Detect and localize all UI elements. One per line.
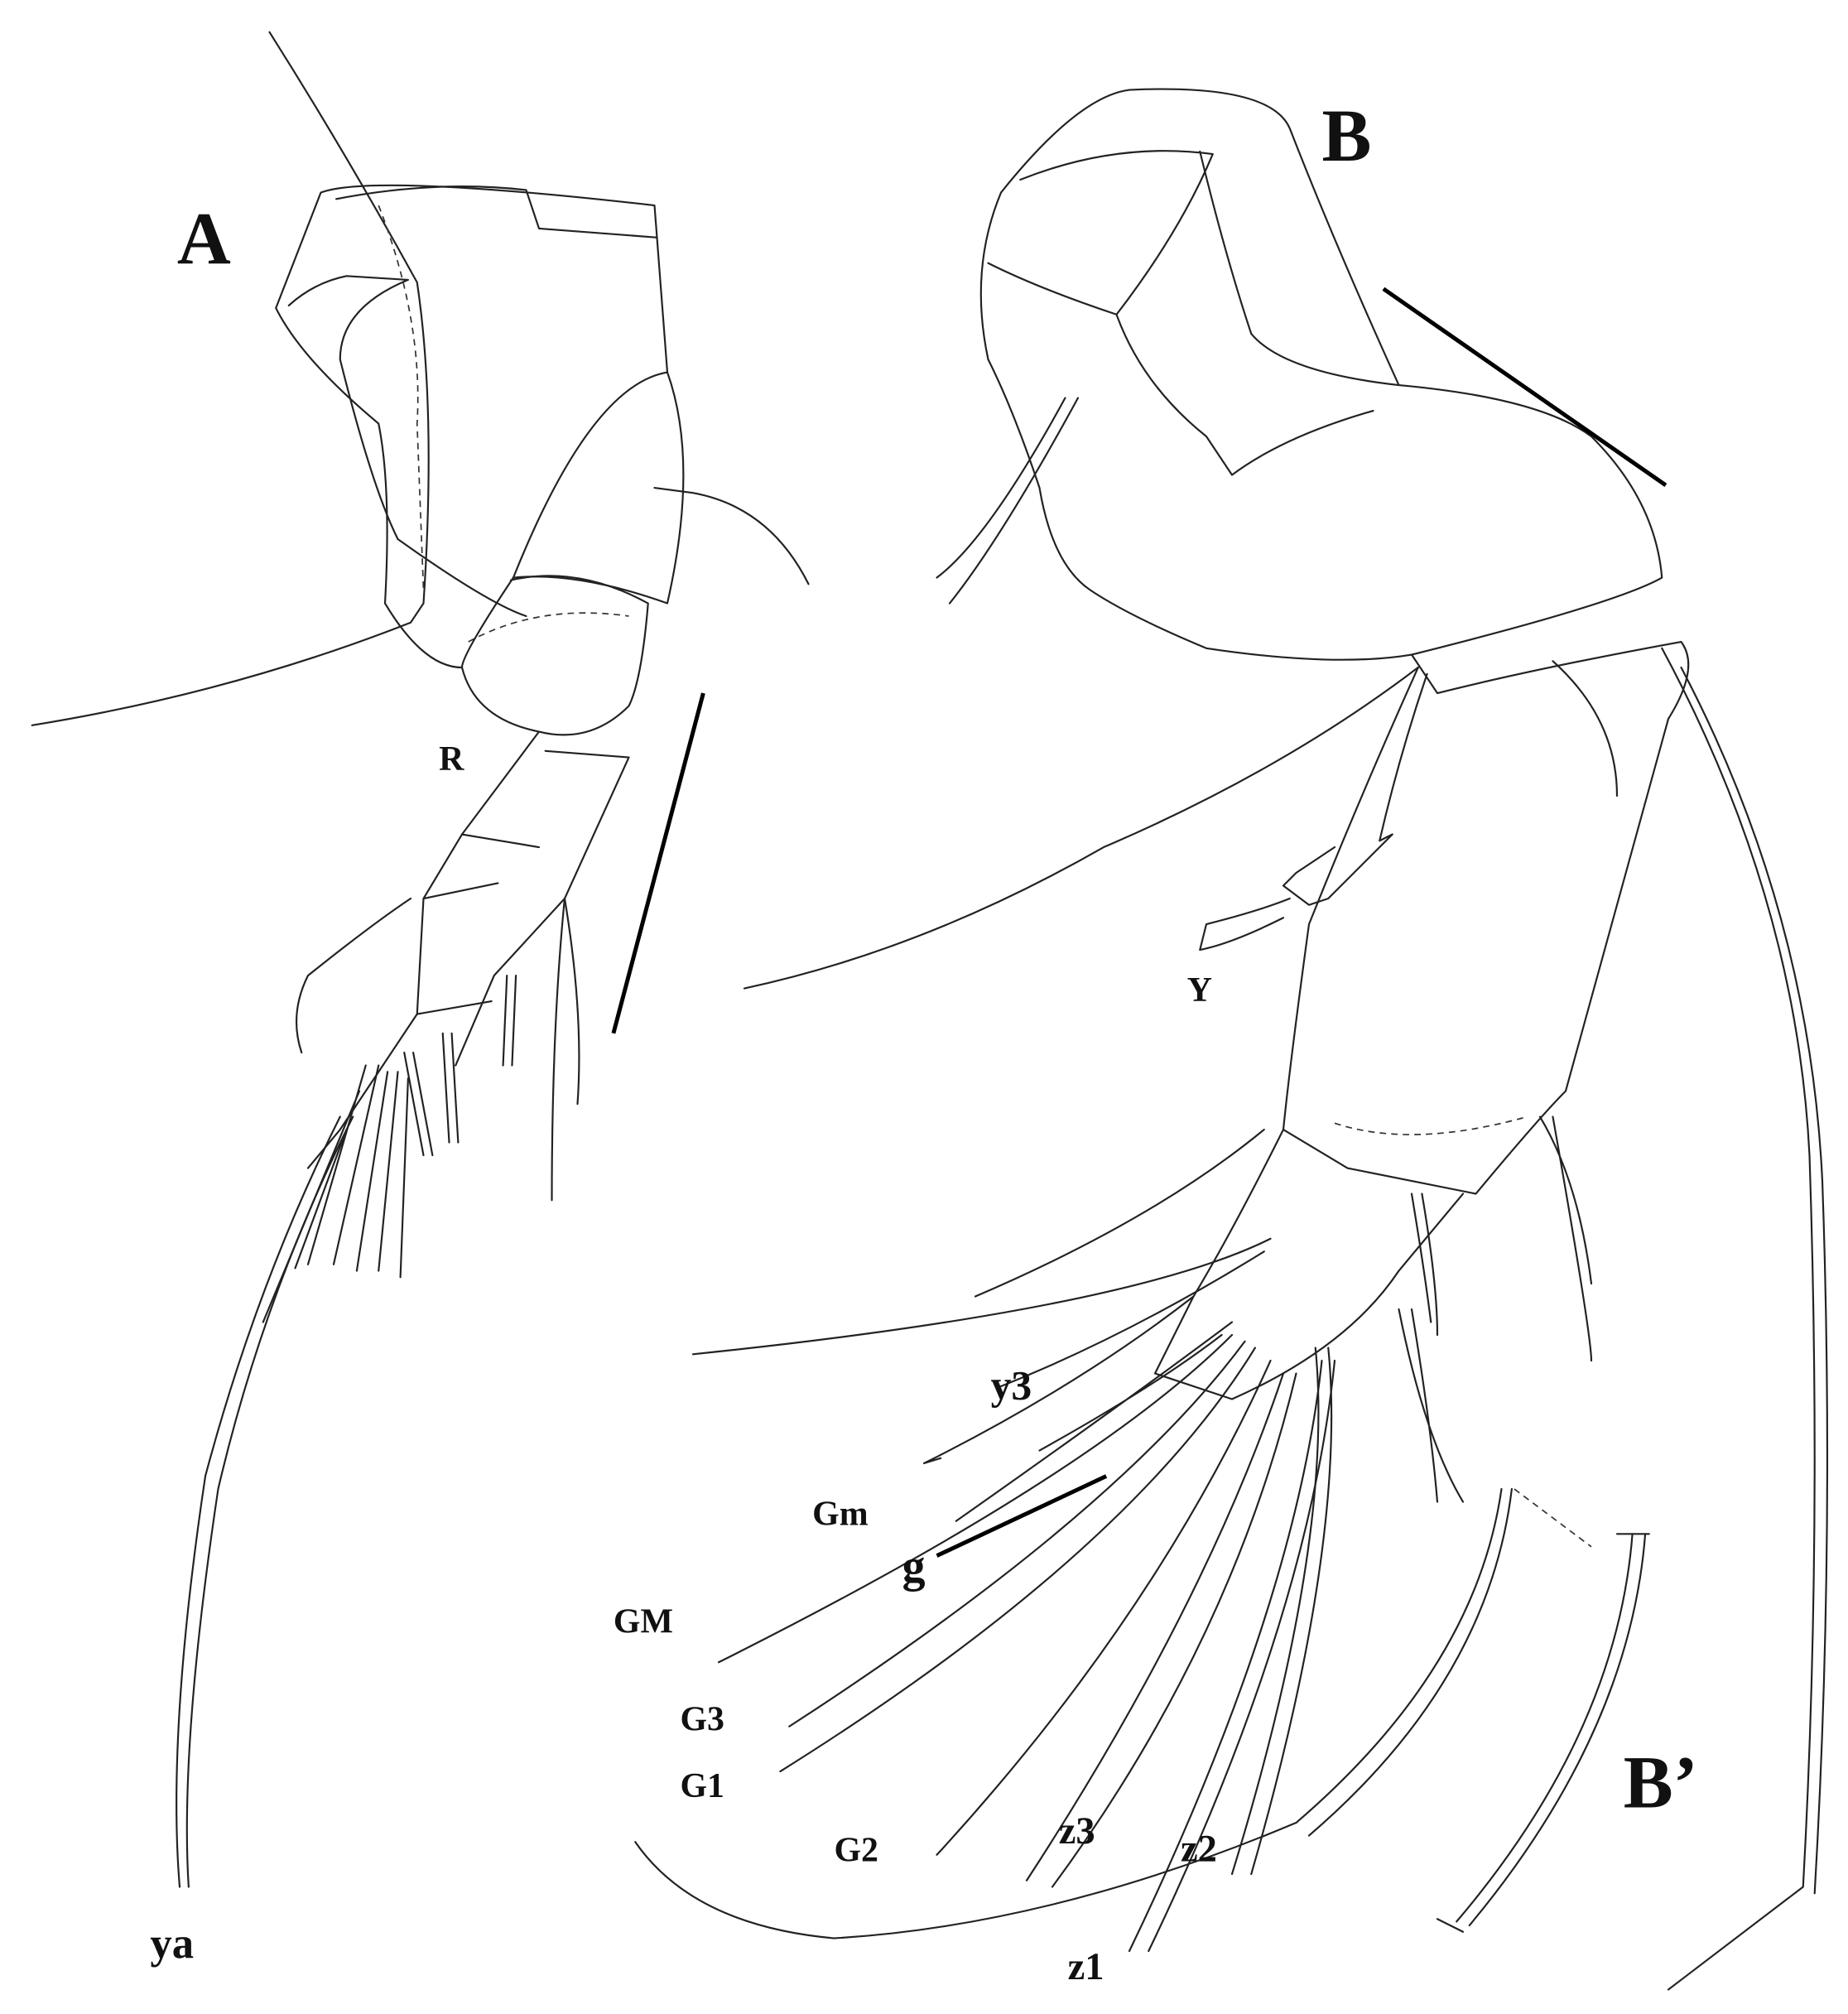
label-gm-small: Gm: [812, 1495, 869, 1533]
label-z3: z3: [1059, 1810, 1095, 1853]
label-g2: G2: [835, 1832, 878, 1870]
panel-b-protopodite: [979, 88, 1663, 661]
label-z1: z1: [1068, 1946, 1104, 1988]
label-g: g: [902, 1541, 926, 1592]
label-r: R: [439, 740, 464, 778]
label-g1: G1: [681, 1767, 724, 1805]
panel-b-drawing: [634, 88, 1829, 1991]
panel-a-protopodite: [275, 184, 685, 669]
scale-bar-g-pointer: [936, 1474, 1108, 1558]
panel-b-prime-seta: [1436, 1533, 1650, 1933]
label-y3: y3: [991, 1363, 1032, 1409]
label-y: Y: [1187, 971, 1212, 1009]
label-g3: G3: [681, 1700, 724, 1738]
panel-label-b: B: [1322, 95, 1372, 177]
panel-label-a: A: [177, 198, 231, 280]
panel-a-drawing: [31, 31, 810, 1888]
label-gm-big: GM: [614, 1603, 673, 1641]
label-z2: z2: [1181, 1828, 1217, 1871]
panel-label-b-prime: B’: [1624, 1742, 1698, 1824]
label-ya: ya: [150, 1920, 194, 1968]
scale-bar-b: [1382, 287, 1668, 487]
panel-a-antennule-seta: [31, 31, 430, 726]
scale-bar-a: [611, 692, 705, 1034]
